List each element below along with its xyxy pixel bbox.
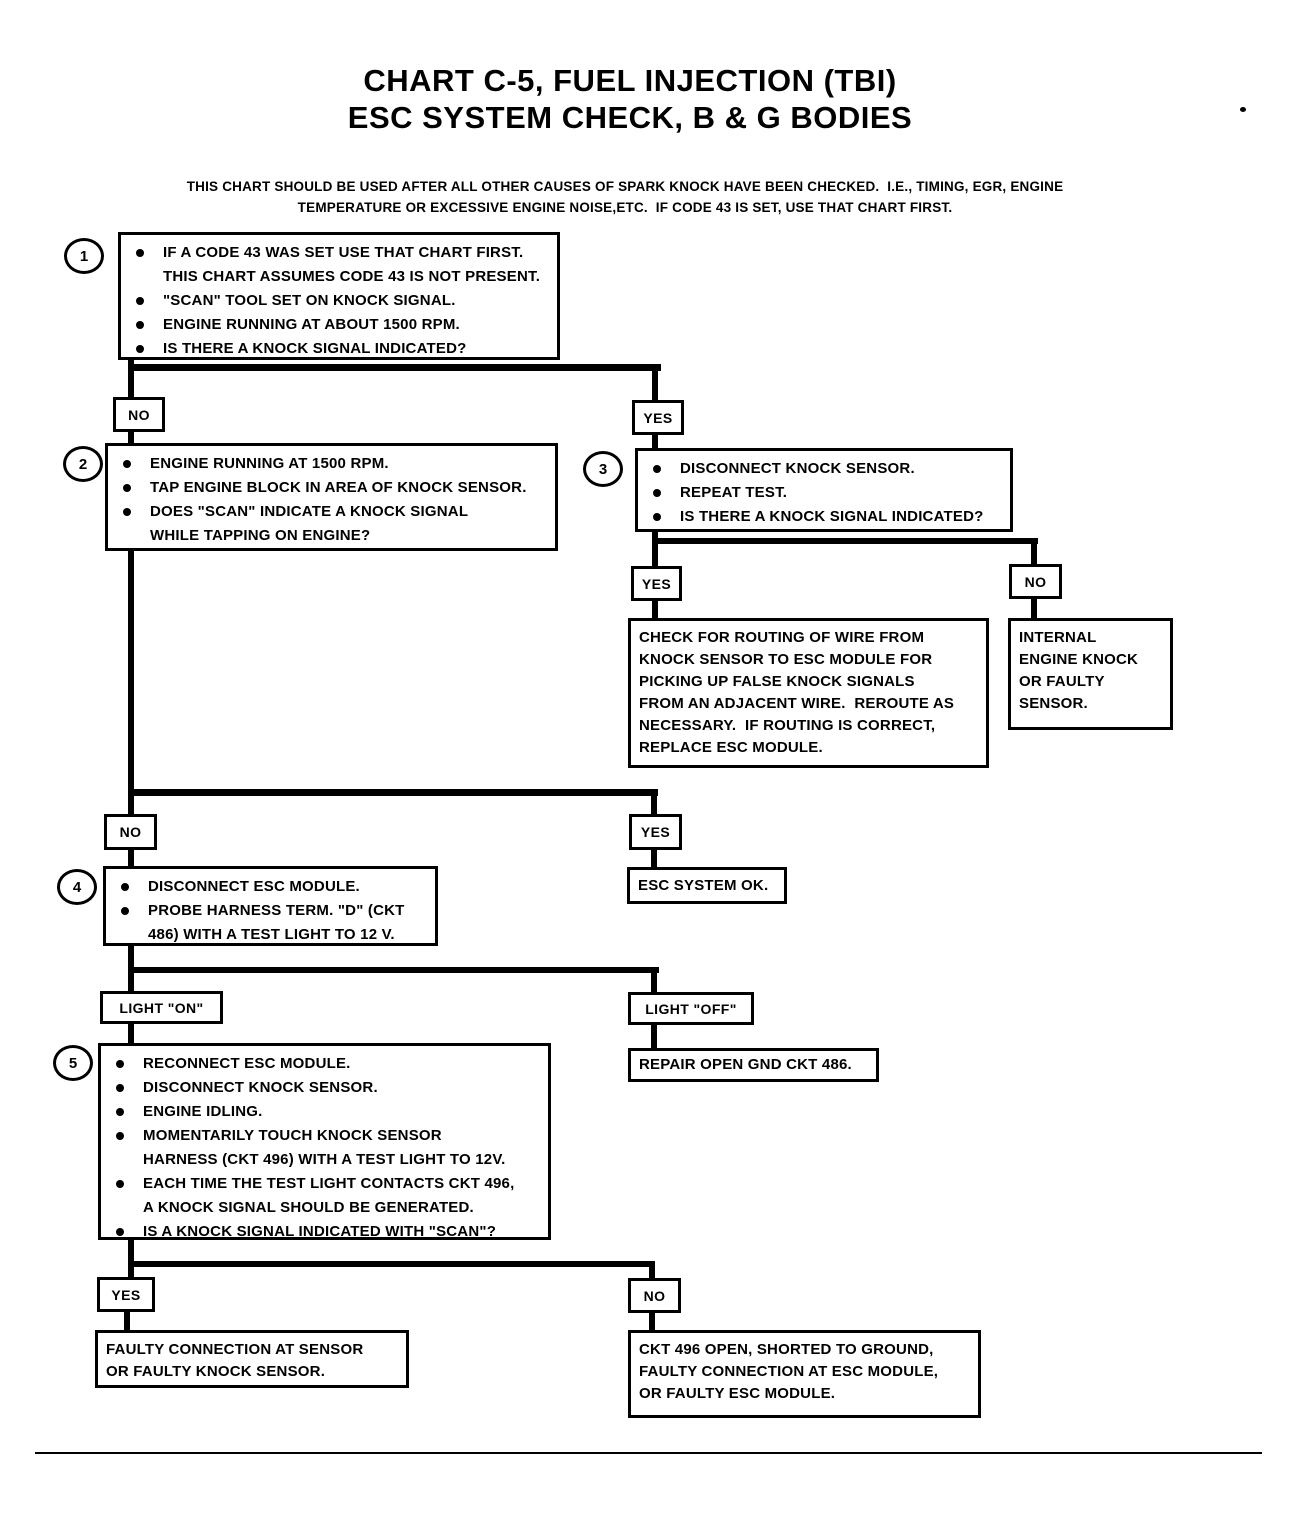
connector-line (1031, 597, 1037, 619)
branch-label-no-3: NO (1009, 564, 1062, 599)
step-circle-3: 3 (583, 451, 623, 487)
page-divider (35, 1452, 1262, 1454)
page-title: CHART C-5, FUEL INJECTION (TBI) ESC SYST… (347, 63, 913, 135)
bullet-item: IF A CODE 43 WAS SET USE THAT CHART FIRS… (121, 241, 551, 289)
bullet-item: IS A KNOCK SIGNAL INDICATED WITH "SCAN"? (101, 1220, 542, 1244)
step-circle-1: 1 (64, 238, 104, 274)
bullet-list: RECONNECT ESC MODULE.DISCONNECT KNOCK SE… (101, 1046, 548, 1248)
connector-line (652, 538, 1038, 544)
connector-line (128, 848, 134, 867)
node-step-3: DISCONNECT KNOCK SENSOR.REPEAT TEST.IS T… (635, 448, 1013, 532)
intro-note: THIS CHART SHOULD BE USED AFTER ALL OTHE… (186, 179, 1064, 215)
connector-line (128, 549, 134, 815)
step-circle-4: 4 (57, 869, 97, 905)
node-ckt496-open: CKT 496 OPEN, SHORTED TO GROUND, FAULTY … (628, 1330, 981, 1418)
connector-line (128, 430, 134, 444)
node-step-4: DISCONNECT ESC MODULE.PROBE HARNESS TERM… (103, 866, 438, 946)
connector-line (651, 793, 657, 815)
branch-label-yes-2: YES (629, 814, 682, 850)
bullet-item: DISCONNECT KNOCK SENSOR. (638, 457, 1004, 481)
connector-line (652, 368, 658, 402)
connector-line (651, 970, 657, 993)
node-internal-knock: INTERNAL ENGINE KNOCK OR FAULTY SENSOR. (1008, 618, 1173, 730)
branch-label-light-off: LIGHT "OFF" (628, 992, 754, 1025)
connector-line (128, 364, 661, 371)
bullet-list: ENGINE RUNNING AT 1500 RPM.TAP ENGINE BL… (108, 446, 555, 552)
bullet-item: IS THERE A KNOCK SIGNAL INDICATED? (121, 337, 551, 361)
node-esc-ok: ESC SYSTEM OK. (627, 867, 787, 904)
bullet-item: DISCONNECT ESC MODULE. (106, 875, 429, 899)
branch-label-light-on: LIGHT "ON" (100, 991, 223, 1024)
bullet-list: IF A CODE 43 WAS SET USE THAT CHART FIRS… (121, 235, 557, 365)
branch-label-yes-1: YES (632, 400, 684, 435)
bullet-item: "SCAN" TOOL SET ON KNOCK SIGNAL. (121, 289, 551, 313)
connector-line (649, 1264, 655, 1279)
bullet-item: PROBE HARNESS TERM. "D" (CKT 486) WITH A… (106, 899, 429, 947)
node-step-1: IF A CODE 43 WAS SET USE THAT CHART FIRS… (118, 232, 560, 360)
connector-line (652, 599, 658, 619)
connector-line (651, 1023, 657, 1049)
step-circle-2: 2 (63, 446, 103, 482)
branch-label-no-1: NO (113, 397, 165, 432)
bullet-item: MOMENTARILY TOUCH KNOCK SENSOR HARNESS (… (101, 1124, 542, 1172)
connector-line (128, 1261, 655, 1267)
connector-line (128, 1022, 134, 1044)
bullet-item: REPEAT TEST. (638, 481, 1004, 505)
connector-line (1031, 541, 1037, 565)
bullet-item: DISCONNECT KNOCK SENSOR. (101, 1076, 542, 1100)
connector-line (128, 1238, 134, 1278)
branch-label-no-2: NO (104, 814, 157, 850)
connector-line (652, 432, 658, 449)
node-repair-gnd: REPAIR OPEN GND CKT 486. (628, 1048, 879, 1082)
scan-artifact-dot (1240, 107, 1246, 112)
bullet-item: IS THERE A KNOCK SIGNAL INDICATED? (638, 505, 1004, 529)
branch-label-no-5: NO (628, 1278, 681, 1313)
bullet-item: TAP ENGINE BLOCK IN AREA OF KNOCK SENSOR… (108, 476, 549, 500)
bullet-item: ENGINE IDLING. (101, 1100, 542, 1124)
bullet-list: DISCONNECT KNOCK SENSOR.REPEAT TEST.IS T… (638, 451, 1010, 533)
node-faulty-sensor: FAULTY CONNECTION AT SENSOR OR FAULTY KN… (95, 1330, 409, 1388)
branch-label-yes-3: YES (631, 566, 682, 601)
connector-line (652, 530, 658, 567)
connector-line (649, 1311, 655, 1331)
connector-line (651, 848, 657, 870)
node-check-routing: CHECK FOR ROUTING OF WIRE FROM KNOCK SEN… (628, 618, 989, 768)
bullet-list: DISCONNECT ESC MODULE.PROBE HARNESS TERM… (106, 869, 435, 951)
bullet-item: ENGINE RUNNING AT 1500 RPM. (108, 452, 549, 476)
connector-line (128, 967, 659, 973)
connector-line (128, 356, 134, 398)
connector-line (124, 1310, 130, 1331)
bullet-item: DOES "SCAN" INDICATE A KNOCK SIGNAL WHIL… (108, 500, 549, 548)
bullet-item: ENGINE RUNNING AT ABOUT 1500 RPM. (121, 313, 551, 337)
bullet-item: EACH TIME THE TEST LIGHT CONTACTS CKT 49… (101, 1172, 542, 1220)
connector-line (128, 789, 658, 796)
step-circle-5: 5 (53, 1045, 93, 1081)
branch-label-yes-5: YES (97, 1277, 155, 1312)
node-step-5: RECONNECT ESC MODULE.DISCONNECT KNOCK SE… (98, 1043, 551, 1240)
node-step-2: ENGINE RUNNING AT 1500 RPM.TAP ENGINE BL… (105, 443, 558, 551)
bullet-item: RECONNECT ESC MODULE. (101, 1052, 542, 1076)
